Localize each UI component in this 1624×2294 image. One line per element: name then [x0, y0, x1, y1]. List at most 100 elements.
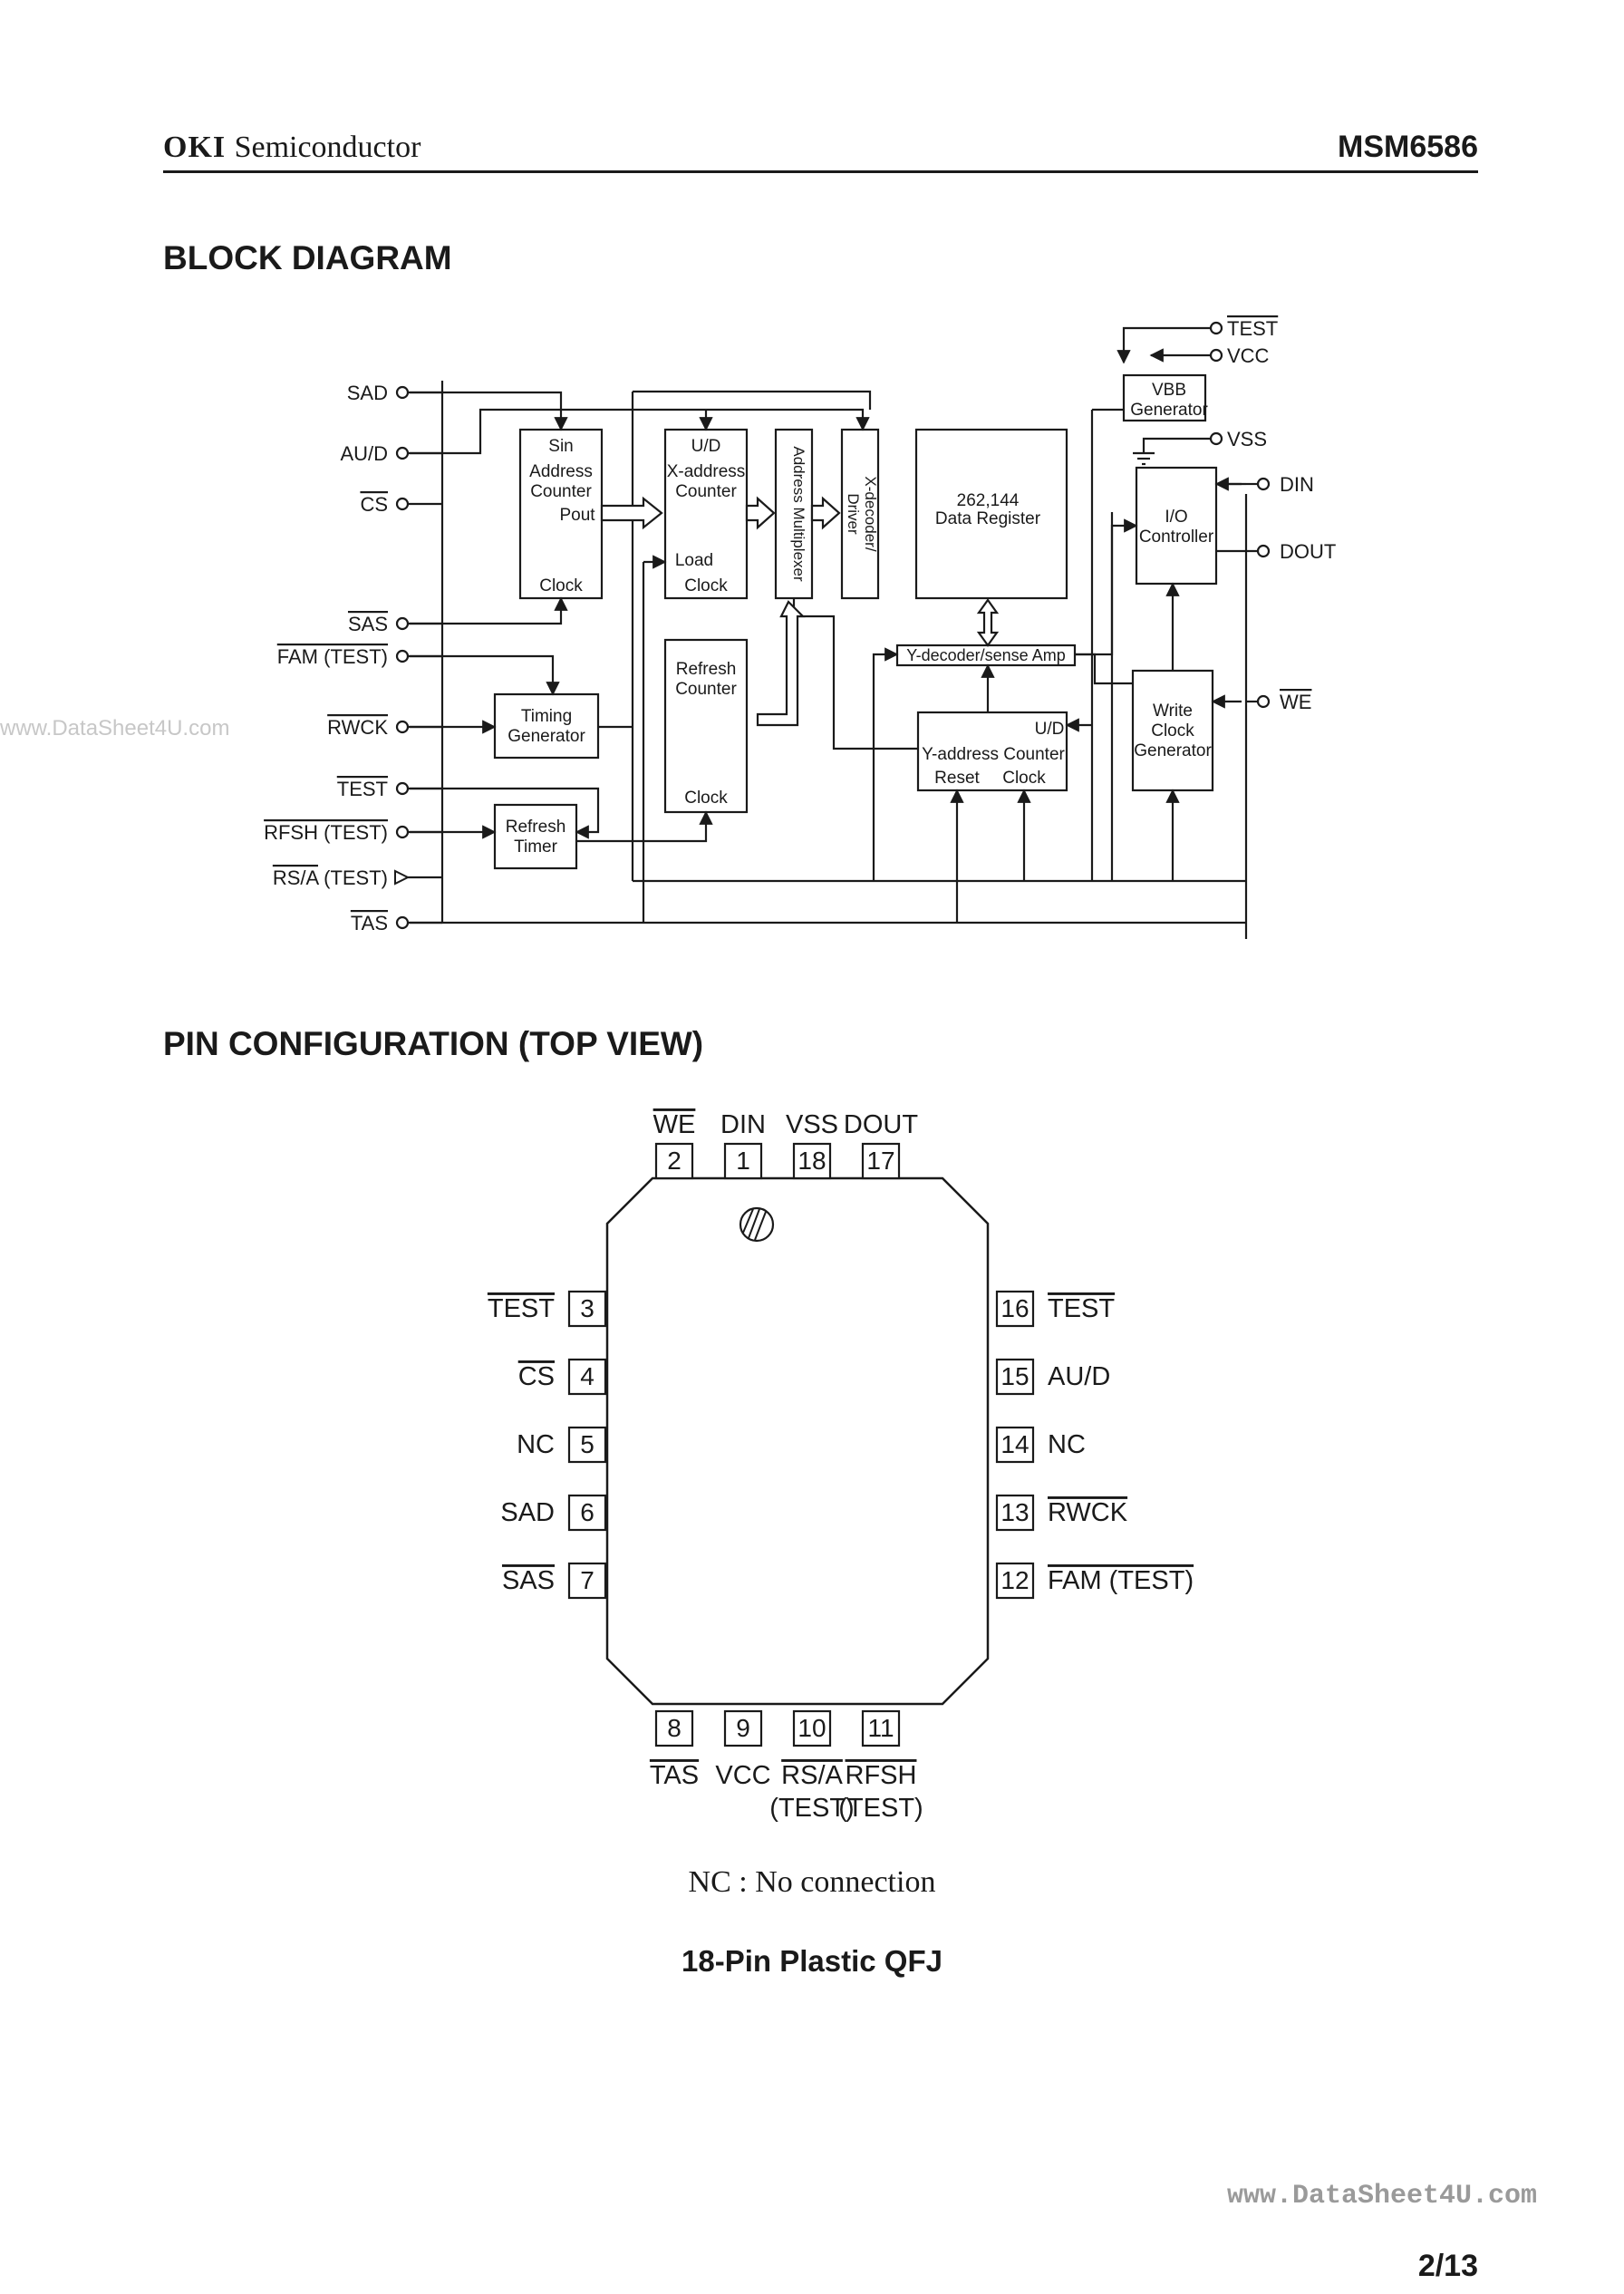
- left-pin-label: RFSH (TEST): [264, 821, 388, 844]
- pin-label: VCC: [715, 1761, 770, 1790]
- right-dout-label: DOUT: [1280, 540, 1336, 563]
- left-pin-label: RS/A (TEST): [273, 866, 388, 889]
- vbb-generator-block: [1122, 373, 1207, 422]
- pin-label: (TEST): [838, 1794, 923, 1823]
- io-label: I/O: [1165, 508, 1187, 527]
- pin-number: 10: [798, 1714, 826, 1742]
- right-we-label: WE: [1280, 691, 1311, 713]
- pin-circle: [395, 825, 410, 839]
- io-controller-label: Controller: [1139, 528, 1214, 547]
- data-register-size: 262,144: [957, 491, 1020, 510]
- pin-circle: [395, 497, 410, 511]
- brand-logo: OKI: [163, 131, 227, 164]
- refresh-timer-block: [493, 803, 578, 870]
- pin-label: FAM (TEST): [1048, 1566, 1194, 1595]
- pin-number-box: [567, 1494, 607, 1532]
- timing-label: Timing: [521, 707, 572, 726]
- sin-counter-label: Counter: [530, 482, 592, 501]
- y-clock-label: Clock: [1002, 769, 1046, 788]
- pin-label: RS/A: [781, 1761, 843, 1790]
- pin-config-title: PIN CONFIGURATION (TOP VIEW): [163, 1025, 704, 1062]
- pin-label: (TEST): [769, 1794, 854, 1823]
- address-multiplexer-label: Address Multiplexer: [790, 446, 807, 582]
- block-diagram-title: BLOCK DIAGRAM: [163, 239, 452, 276]
- pin-number: 9: [736, 1714, 750, 1742]
- yud-label: U/D: [1035, 720, 1065, 739]
- left-pin-label: AU/D: [340, 442, 388, 465]
- nc-note: NC : No connection: [688, 1865, 936, 1899]
- left-pin-label: RWCK: [327, 716, 388, 739]
- write-clock-generator-block: [1131, 669, 1214, 792]
- right-vss-label: VSS: [1227, 428, 1267, 450]
- dout-pin-circle: [1256, 544, 1271, 558]
- load-label: Load: [675, 551, 713, 570]
- pin-number-box: [861, 1709, 901, 1747]
- package-name: 18-Pin Plastic QFJ: [682, 1944, 942, 1978]
- timing-generator-block: [493, 692, 600, 760]
- pin-number: 11: [867, 1714, 894, 1742]
- y-counter-label: Y-address Counter: [922, 745, 1065, 764]
- pin-number: 7: [580, 1566, 594, 1594]
- pin-number-box: [995, 1426, 1035, 1464]
- watermark-left: www.DataSheet4U.com: [0, 716, 230, 740]
- pin-number: 12: [1000, 1566, 1029, 1594]
- data-register-label: Data Register: [935, 509, 1041, 528]
- pin-number-box: [995, 1290, 1035, 1328]
- pin-number-box: [567, 1562, 607, 1600]
- test-pin-circle: [1209, 321, 1223, 335]
- write-generator-label: Generator: [1134, 741, 1212, 760]
- header-rule: [163, 170, 1478, 173]
- left-pin-label: SAS: [348, 613, 388, 635]
- vss-pin-circle: [1209, 431, 1223, 446]
- x-address-counter-block: [663, 428, 749, 600]
- data-register-block: [914, 428, 1068, 600]
- pin-label: VSS: [786, 1110, 838, 1139]
- pin-label: DIN: [720, 1110, 766, 1139]
- pin-number: 5: [580, 1430, 594, 1458]
- reset-label: Reset: [934, 769, 980, 788]
- pin-number-box: [792, 1142, 832, 1180]
- x-decoder-label: X-decoder/: [862, 476, 879, 551]
- refresh-timer-top-label: Refresh: [506, 818, 566, 837]
- pin-label: NC: [517, 1430, 555, 1459]
- left-pin-label: TAS: [351, 912, 388, 934]
- pin-number-box: [723, 1709, 763, 1747]
- pin-number: 8: [667, 1714, 682, 1742]
- pin-circle: [395, 915, 410, 930]
- pin-number-box: [654, 1142, 694, 1180]
- pin-label: SAS: [502, 1566, 555, 1595]
- din-pin-circle: [1256, 477, 1271, 491]
- pin-circle: [395, 649, 410, 663]
- refresh-counter-label: Counter: [675, 680, 737, 699]
- x-counter-label: Counter: [675, 482, 737, 501]
- left-pin-label: FAM (TEST): [277, 645, 388, 668]
- pin-number-box: [567, 1358, 607, 1396]
- xud-label: U/D: [691, 437, 721, 456]
- x-address-label: X-address: [667, 462, 746, 481]
- io-controller-block: [1135, 466, 1218, 586]
- brand-subtitle: Semiconductor: [234, 131, 421, 164]
- we-pin-circle: [1256, 694, 1271, 709]
- timing-generator-label: Generator: [508, 727, 585, 746]
- pin-label: RFSH: [846, 1761, 917, 1790]
- write-label: Write: [1153, 702, 1193, 721]
- pin-number: 6: [580, 1498, 594, 1526]
- sin-label: Sin: [548, 437, 573, 456]
- pin-label: CS: [518, 1362, 555, 1391]
- right-test-label: TEST: [1227, 317, 1278, 340]
- pin-number-box: [995, 1494, 1035, 1532]
- pin-label: DOUT: [844, 1110, 918, 1139]
- vbb-generator-label: Generator: [1130, 401, 1208, 420]
- pin-label: SAD: [500, 1498, 555, 1527]
- pin-number: 3: [580, 1294, 594, 1322]
- pin1-marker-icon: [739, 1206, 775, 1243]
- pin-label: TEST: [488, 1294, 555, 1323]
- pin-number: 15: [1000, 1362, 1029, 1390]
- y-address-counter-block: [916, 711, 1068, 792]
- pin-number-box: [861, 1142, 901, 1180]
- package-outline: [605, 1176, 990, 1706]
